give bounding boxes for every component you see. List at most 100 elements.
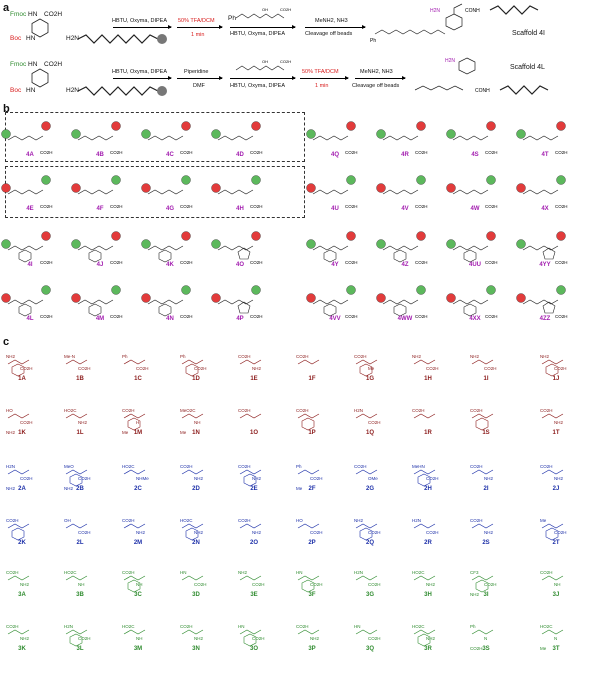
compound-4e: CO2H	[1, 175, 53, 209]
arrow-a2-step4	[300, 76, 349, 80]
start-aryl-ring-2	[31, 68, 49, 88]
structure-text: Ph	[122, 354, 128, 359]
building-block-ball-left	[71, 293, 81, 303]
building-block-label: 2R	[424, 540, 432, 546]
building-block-label: 2C	[134, 486, 142, 492]
structure-text: H2N	[6, 464, 15, 469]
structure-text: CO2H	[368, 636, 381, 641]
building-block-ball-left	[141, 239, 151, 249]
building-block-label: 1L	[76, 430, 84, 436]
svg-text:OH: OH	[262, 7, 268, 12]
building-block-1o: CO2H	[238, 408, 262, 419]
structure-text: NH2	[194, 476, 203, 481]
structure-text: CO2H	[122, 518, 135, 523]
compound-4vv: CO2H	[306, 285, 358, 319]
a1-step3-label: HBTU, Oxyma, DIPEA	[230, 31, 286, 37]
scaffold-4l-structure: H2N CONH	[414, 57, 549, 95]
compound-label: 4F	[96, 206, 104, 212]
compound-4r: CO2H	[376, 121, 428, 155]
structure-text: NH2	[6, 486, 15, 491]
building-block-ball-right	[181, 231, 191, 241]
compound-label: 4W	[470, 206, 480, 212]
building-block-ball-right	[251, 121, 261, 131]
building-block-label: 2J	[552, 486, 560, 492]
svg-text:H2N: H2N	[445, 58, 455, 64]
building-block-label: 1H	[424, 376, 432, 382]
co2h-text: CO2H	[40, 260, 53, 265]
building-block-1g: CO2H Me	[354, 354, 378, 377]
compound-label: 4P	[236, 316, 244, 322]
a1-step1-label: HBTU, Oxyma, DIPEA	[112, 18, 168, 24]
co2h-text: CO2H	[415, 150, 428, 155]
building-block-ball-left	[211, 129, 221, 139]
structure-text: N	[484, 636, 487, 641]
co2h-text: CO2H	[180, 314, 193, 319]
compound-label: 4U	[331, 206, 339, 212]
compound-label: 4A	[26, 152, 34, 158]
building-block-label: 3I	[483, 592, 489, 598]
structure-text: CO2H	[20, 366, 33, 371]
building-block-ball-right	[416, 231, 426, 241]
structure-text: Me	[122, 430, 129, 435]
structure-text: NH2	[252, 476, 261, 481]
compound-label: 4VV	[329, 316, 341, 322]
compound-4x: CO2H	[516, 175, 568, 209]
structure-text: H	[136, 420, 139, 425]
building-block-label: 2I	[483, 486, 489, 492]
a1-reagent-structure: OH CO2H	[235, 7, 291, 19]
a2-step2-bottom: DMF	[193, 83, 205, 89]
start-aryl-ring-1	[31, 18, 49, 38]
co2h-text: CO2H	[555, 260, 568, 265]
building-block-ball-right	[556, 121, 566, 131]
structure-text: CO2H	[78, 366, 91, 371]
structure-text: Me-N	[64, 354, 75, 359]
compound-label: 4T	[541, 152, 549, 158]
structure-text: CO2H	[310, 530, 323, 535]
building-block-label: 1C	[134, 376, 142, 382]
co2h-text: CO2H	[180, 260, 193, 265]
a1-reagent-ph: Ph	[228, 15, 236, 22]
structure-text: Me	[368, 366, 375, 371]
building-block-label: 2M	[133, 540, 143, 546]
fmoc-hn-label-2: HN	[28, 61, 38, 68]
arrow-a1-step3	[230, 25, 296, 29]
compound-4t: CO2H	[516, 121, 568, 155]
structure-text: CO2H	[238, 408, 251, 413]
structure-text: HO2C	[540, 624, 553, 629]
building-block-ball-left	[516, 129, 526, 139]
building-block-label: 2B	[76, 486, 84, 492]
structure-text: Me	[180, 430, 187, 435]
building-block-label: 1N	[192, 430, 200, 436]
structure-text: CO2H	[354, 354, 367, 359]
building-block-ball-left	[141, 183, 151, 193]
compound-label: 4N	[166, 316, 174, 322]
building-block-label: 3Q	[365, 646, 374, 652]
fmoc-hn-label: HN	[28, 11, 38, 18]
structure-text: NH2	[20, 636, 29, 641]
building-block-ball-left	[446, 293, 456, 303]
compound-label: 4WW	[397, 316, 413, 322]
compound-4l: CO2H	[1, 285, 53, 319]
compound-4f: CO2H	[71, 175, 123, 209]
structure-text: NH2	[194, 530, 203, 535]
building-block-ball-right	[41, 285, 51, 295]
structure-text: H2N	[354, 408, 363, 413]
building-block-ball-right	[181, 121, 191, 131]
structure-text: CO2H	[194, 582, 207, 587]
co2h-text: CO2H	[485, 150, 498, 155]
structure-text: HO2C	[64, 408, 77, 413]
